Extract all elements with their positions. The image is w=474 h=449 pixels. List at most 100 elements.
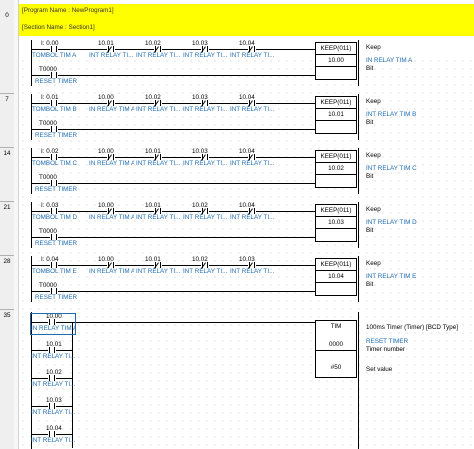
contact-normally-open[interactable] <box>50 126 58 132</box>
reset-wire <box>31 183 315 184</box>
contact-normally-closed[interactable] <box>201 154 209 161</box>
contact-comment: INT RELAY TI... <box>31 409 76 416</box>
contact-normally-open[interactable] <box>50 154 58 160</box>
instruction-title: Keep <box>366 98 381 105</box>
contact-normally-open[interactable] <box>50 288 58 294</box>
contact-normally-closed[interactable] <box>201 262 209 269</box>
reset-contact-address: T0000 <box>39 282 57 289</box>
contact-address: 10.04 <box>239 148 255 155</box>
contact-normally-open[interactable] <box>48 319 56 325</box>
contact-normally-open[interactable] <box>48 403 56 409</box>
instruction-name: TIM <box>330 323 342 330</box>
contact-comment: INT RELAY TI... <box>183 160 228 167</box>
left-power-rail <box>31 312 32 449</box>
reset-contact-comment: RESET TIMER <box>35 186 78 193</box>
contact-normally-closed[interactable] <box>107 208 115 215</box>
row-separator <box>0 255 14 256</box>
contact-normally-open[interactable] <box>50 46 58 52</box>
contact-address: 10.04 <box>239 40 255 47</box>
contact-comment: INT RELAY TI... <box>136 106 181 113</box>
contact-address: 10.04 <box>239 202 255 209</box>
contact-address: 10.00 <box>46 313 62 320</box>
contact-normally-closed[interactable] <box>107 262 115 269</box>
left-power-rail <box>31 40 32 86</box>
contact-address: I: 0.02 <box>41 148 59 155</box>
row-separator <box>0 147 14 148</box>
contact-normally-closed[interactable] <box>201 208 209 215</box>
contact-address: 10.04 <box>46 425 62 432</box>
right-power-rail <box>358 256 359 302</box>
instruction-name: KEEP(011) <box>316 259 356 271</box>
contact-normally-closed[interactable] <box>201 46 209 53</box>
contact-normally-closed[interactable] <box>248 262 256 269</box>
contact-normally-open[interactable] <box>50 208 58 214</box>
contact-address: 10.03 <box>239 256 255 263</box>
contact-address: 10.00 <box>98 202 114 209</box>
reset-contact-address: T0000 <box>39 174 57 181</box>
instruction-title: Keep <box>366 260 381 267</box>
timer-number-label: Timer number <box>366 346 405 353</box>
instruction-operand: 10.02 <box>328 165 344 172</box>
contact-comment: INT RELAY TI... <box>230 52 275 59</box>
row-number-gutter <box>0 0 15 449</box>
contact-normally-open[interactable] <box>50 262 58 268</box>
instruction-title: 100ms Timer (Timer) [BCD Type] <box>366 324 459 331</box>
contact-normally-closed[interactable] <box>248 154 256 161</box>
contact-address: 10.01 <box>46 341 62 348</box>
reset-contact-address: T0000 <box>39 66 57 73</box>
contact-normally-closed[interactable] <box>154 46 162 53</box>
instruction-operand: 10.04 <box>328 273 344 280</box>
operand-kind: Bit <box>366 119 374 126</box>
operand-underline <box>316 350 356 351</box>
contact-comment: INT RELAY TI... <box>136 160 181 167</box>
row-separator <box>0 93 14 94</box>
contact-normally-closed[interactable] <box>248 208 256 215</box>
contact-normally-open[interactable] <box>48 375 56 381</box>
set-value-label: Set value <box>366 366 393 373</box>
timer-number: 0000 <box>328 341 343 348</box>
contact-normally-open[interactable] <box>48 431 56 437</box>
contact-normally-closed[interactable] <box>248 46 256 53</box>
keep-instruction-box[interactable]: KEEP(011) 10.04 <box>315 258 357 296</box>
contact-comment: TOMBOL TIM B <box>32 106 77 113</box>
contact-normally-open[interactable] <box>48 347 56 353</box>
contact-normally-closed[interactable] <box>107 154 115 161</box>
contact-comment: TOMBOL TIM C <box>32 160 77 167</box>
contact-comment: INT RELAY TI... <box>183 214 228 221</box>
contact-normally-closed[interactable] <box>154 154 162 161</box>
reset-wire <box>31 75 315 76</box>
keep-instruction-box[interactable]: KEEP(011)10.03 <box>315 204 357 242</box>
reset-wire <box>31 291 315 292</box>
keep-instruction-box[interactable]: KEEP(011)10.00 <box>315 42 357 80</box>
row-number: 14 <box>3 150 11 157</box>
contact-normally-open[interactable] <box>50 100 58 106</box>
contact-normally-closed[interactable] <box>201 100 209 107</box>
contact-normally-closed[interactable] <box>154 262 162 269</box>
keep-instruction-box[interactable]: KEEP(011)10.02 <box>315 150 357 188</box>
branch-wire <box>72 322 73 448</box>
contact-normally-open[interactable] <box>50 234 58 240</box>
contact-normally-closed[interactable] <box>154 100 162 107</box>
operand-comment: INT RELAY TIM B <box>366 111 417 118</box>
contact-address: 10.01 <box>145 148 161 155</box>
contact-normally-closed[interactable] <box>107 46 115 53</box>
rung-wire <box>31 265 315 266</box>
row-number: 0 <box>5 12 9 19</box>
contact-normally-open[interactable] <box>50 180 58 186</box>
contact-normally-closed[interactable] <box>248 100 256 107</box>
operand-comment: INT RELAY TIM D <box>366 219 417 226</box>
operand-comment: RESET TIMER <box>366 338 409 345</box>
reset-contact-comment: RESET TIMER <box>35 240 78 247</box>
instruction-name: KEEP(011) <box>316 205 356 217</box>
contact-address: 10.03 <box>46 397 62 404</box>
program-header-block[interactable]: [Program Name : NewProgram1] [Section Na… <box>19 4 474 36</box>
ladder-grid-background <box>19 57 474 449</box>
operand-kind: Bit <box>366 65 374 72</box>
contact-normally-open[interactable] <box>50 72 58 78</box>
contact-normally-closed[interactable] <box>107 100 115 107</box>
contact-normally-closed[interactable] <box>154 208 162 215</box>
keep-instruction-box[interactable]: KEEP(011)10.01 <box>315 96 357 134</box>
contact-address: 10.00 <box>98 94 114 101</box>
rung-wire <box>31 211 315 212</box>
